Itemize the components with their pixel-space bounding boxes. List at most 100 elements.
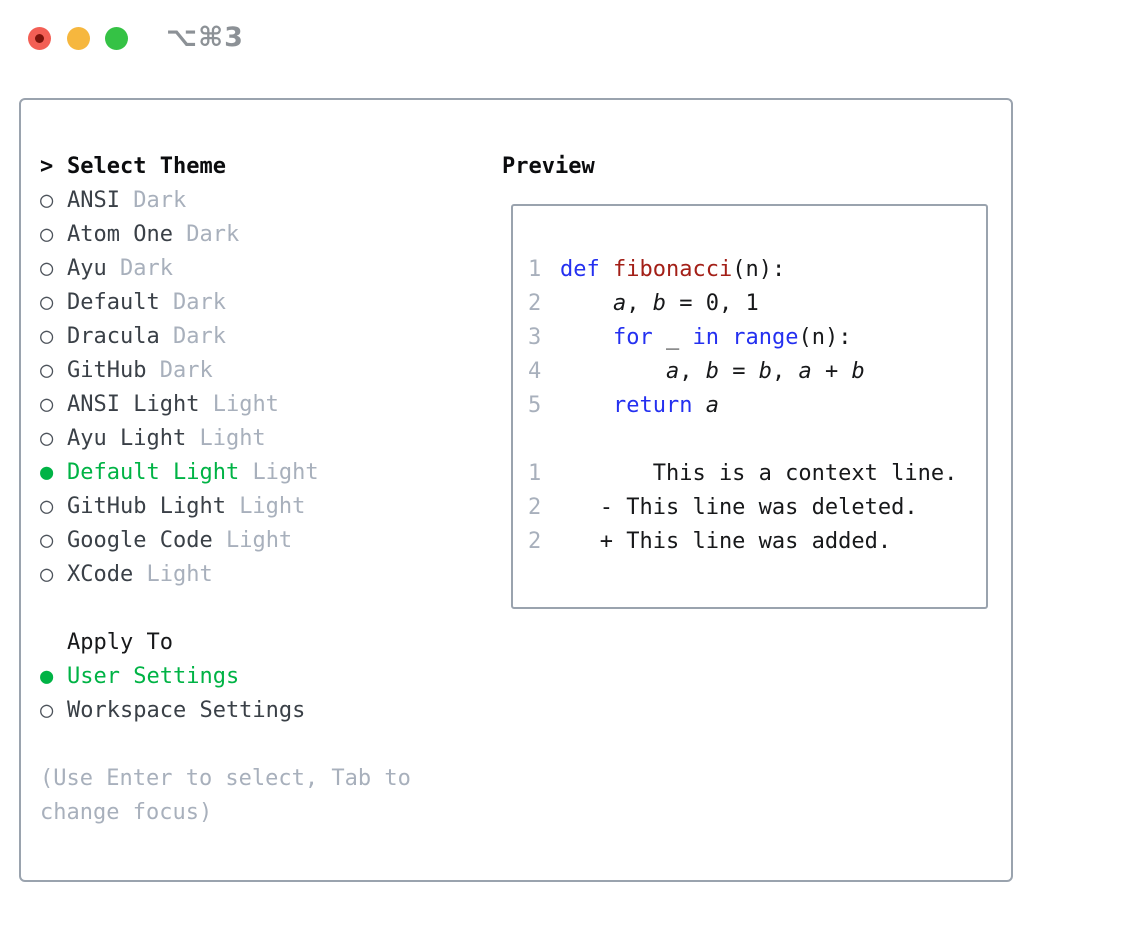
radio-icon: ○ [40, 528, 54, 553]
theme-name: GitHub [67, 358, 160, 383]
code-line: 3 for _ in range(n): [513, 321, 986, 355]
code-text: a, b = 0, 1 [560, 287, 759, 321]
diff-line-context: 1 This is a context line. [513, 457, 986, 491]
token-var: a [612, 291, 627, 316]
theme-option-ayu[interactable]: ○Ayu Dark [40, 252, 411, 286]
token-plain [560, 325, 613, 350]
window-title: ⌥⌘3 [166, 22, 244, 53]
theme-option-atom-one[interactable]: ○Atom One Dark [40, 218, 411, 252]
token-plain: , [679, 359, 706, 384]
apply-to-header: Apply To [40, 626, 411, 660]
diff-text: - This line was deleted. [560, 495, 918, 520]
token-var: b [652, 291, 666, 316]
theme-name: Google Code [67, 528, 226, 553]
token-plain: _ [652, 325, 693, 350]
theme-variant-badge: Dark [159, 358, 213, 383]
radio-selected-icon: ● [40, 664, 54, 689]
theme-option-default-light[interactable]: ●Default Light Light [40, 456, 411, 490]
radio-icon: ○ [40, 698, 54, 723]
theme-option-github[interactable]: ○ GitHub Dark [40, 354, 411, 388]
spacer [40, 728, 411, 762]
token-keyword: def [560, 257, 600, 282]
token-plain: (n): [732, 257, 786, 282]
theme-picker-panel: > Select Theme ○ANSI Dark○Atom One Dark○… [19, 98, 1013, 882]
line-number: 2 [528, 291, 542, 316]
theme-option-github-light[interactable]: ○ GitHub Light Light [40, 490, 411, 524]
token-var: a [798, 359, 812, 384]
theme-variant-badge: Dark [119, 256, 173, 281]
diff-text: + This line was added. [560, 529, 892, 554]
token-var: b [758, 359, 772, 384]
token-plain: (n): [798, 325, 852, 350]
apply-option-workspace-settings[interactable]: ○ Workspace Settings [40, 694, 411, 728]
token-keyword: range [732, 325, 799, 350]
theme-variant-badge: Light [212, 392, 279, 417]
line-number: 2 [528, 495, 542, 520]
theme-options: ○ANSI Dark○Atom One Dark○Ayu Dark○Defaul… [40, 184, 411, 592]
line-number: 3 [528, 325, 542, 350]
apply-option-label: Workspace Settings [67, 698, 306, 723]
theme-name: Ayu [67, 256, 120, 281]
zoom-button[interactable] [105, 27, 128, 50]
close-button[interactable] [28, 27, 51, 50]
code-line: 5 return a [513, 389, 986, 423]
radio-icon: ○ [40, 188, 54, 213]
code-line: 2 a, b = 0, 1 [513, 287, 986, 321]
theme-variant-badge: Dark [172, 290, 226, 315]
line-number: 5 [528, 393, 542, 418]
theme-variant-badge: Light [252, 460, 319, 485]
theme-list-header: > Select Theme [40, 150, 411, 184]
apply-option-user-settings[interactable]: ● User Settings [40, 660, 411, 694]
apply-option-label: User Settings [67, 664, 240, 689]
theme-option-google-code[interactable]: ○ Google Code Light [40, 524, 411, 558]
radio-icon: ○ [40, 494, 54, 519]
minimize-button[interactable] [67, 27, 90, 50]
token-var: a [705, 393, 719, 418]
theme-name: Atom One [67, 222, 187, 247]
line-number: 1 [528, 461, 542, 486]
token-var: b [851, 359, 865, 384]
theme-variant-badge: Light [239, 494, 306, 519]
token-var: a [665, 359, 680, 384]
token-plain [560, 393, 613, 418]
theme-option-xcode[interactable]: ○XCode Light [40, 558, 411, 592]
apply-to-title: Apply To [67, 630, 173, 655]
preview-title: Preview [502, 154, 595, 179]
theme-list: > Select Theme ○ANSI Dark○Atom One Dark○… [40, 150, 411, 830]
code-text: def fibonacci(n): [560, 253, 785, 287]
token-var: b [705, 359, 719, 384]
theme-option-default[interactable]: ○Default Dark [40, 286, 411, 320]
token-plain [692, 393, 705, 418]
spacer [40, 592, 411, 626]
token-function: fibonacci [613, 257, 733, 282]
theme-variant-badge: Light [199, 426, 266, 451]
code-text: a, b = b, a + b [560, 355, 865, 389]
token-plain [719, 325, 732, 350]
radio-icon: ○ [40, 290, 54, 315]
token-keyword: for [612, 325, 653, 350]
theme-option-dracula[interactable]: ○Dracula Dark [40, 320, 411, 354]
theme-variant-badge: Light [225, 528, 293, 553]
theme-option-ansi[interactable]: ○ANSI Dark [40, 184, 411, 218]
theme-name: Default Light [67, 460, 253, 485]
diff-text: This is a context line. [560, 461, 958, 486]
close-dot-icon [35, 34, 44, 43]
token-plain [600, 257, 613, 282]
code-text: return a [560, 389, 719, 423]
theme-variant-badge: Dark [186, 222, 240, 247]
radio-icon: ○ [40, 324, 54, 349]
theme-name: GitHub Light [67, 494, 240, 519]
token-plain: , [626, 291, 653, 316]
code-line: 4 a, b = b, a + b [513, 355, 986, 389]
token-keyword: return [612, 393, 693, 418]
radio-icon: ○ [40, 358, 54, 383]
blank-marker [40, 626, 67, 660]
theme-option-ayu-light[interactable]: ○Ayu Light Light [40, 422, 411, 456]
theme-name: ANSI Light [67, 392, 213, 417]
token-plain: = 0, 1 [665, 291, 759, 316]
theme-option-ansi-light[interactable]: ○ANSI Light Light [40, 388, 411, 422]
line-number: 4 [528, 359, 542, 384]
